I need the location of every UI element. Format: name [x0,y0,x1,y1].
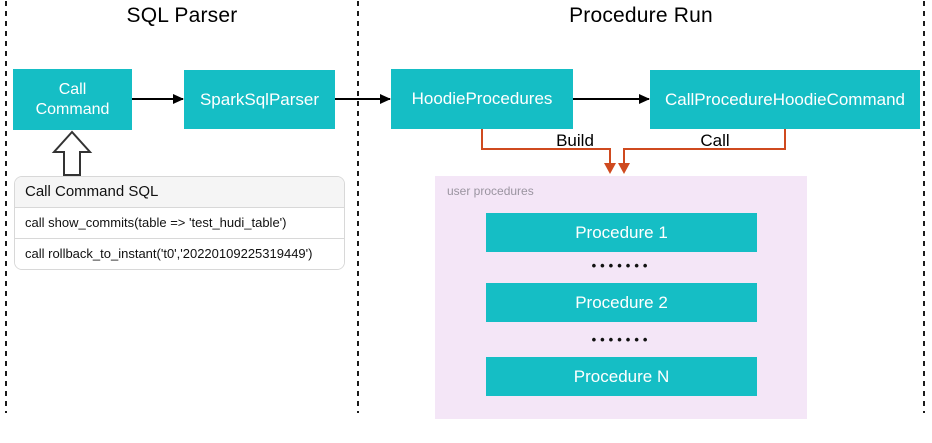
section-title-procedure-run: Procedure Run [569,4,713,27]
arrowhead-call [618,163,630,174]
node-hoodieprocedures: HoodieProcedures [391,69,573,129]
node-procedure-n: Procedure N [486,357,757,396]
block-up-arrow-icon [51,130,93,176]
node-sparksqlparser: SparkSqlParser [184,70,335,129]
node-procedure-2: Procedure 2 [486,283,757,322]
user-procedures-panel: user procedures Procedure 1 ••••••• Proc… [435,176,807,419]
section-title-sql-parser: SQL Parser [126,4,238,27]
edge-label-call: Call [700,131,730,150]
node-procedure-1: Procedure 1 [486,213,757,252]
node-call-command: Call Command [13,69,132,130]
sql-table-header: Call Command SQL [15,177,344,208]
edge-label-build: Build [556,131,594,150]
sql-example-row: call rollback_to_instant('t0','202201092… [15,238,344,269]
sql-example-row: call show_commits(table => 'test_hudi_ta… [15,208,344,238]
node-callprocedurehoodiecommand: CallProcedureHoodieCommand [650,70,920,129]
arrowhead-build [604,163,616,174]
ellipsis-dots: ••••••• [591,332,652,347]
call-command-sql-table: Call Command SQL call show_commits(table… [14,176,345,270]
user-procedures-label: user procedures [447,184,534,198]
ellipsis-dots: ••••••• [591,258,652,273]
